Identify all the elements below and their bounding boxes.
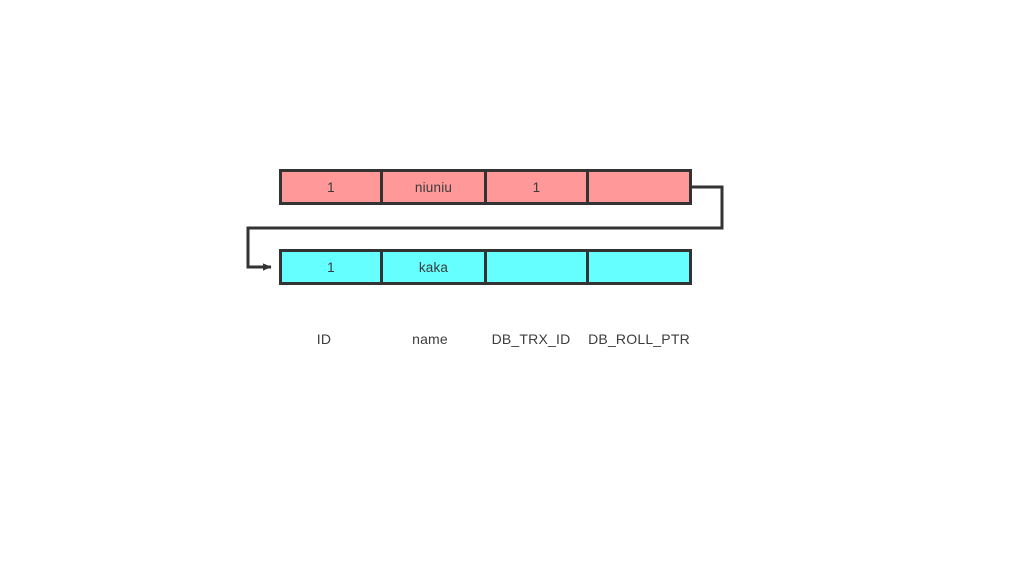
column-label-name: name	[412, 331, 448, 347]
cell-current-db-roll-ptr	[589, 172, 689, 202]
cell-current-db-trx-id: 1	[487, 172, 589, 202]
cell-current-name: niuniu	[383, 172, 487, 202]
column-label-id: ID	[316, 331, 332, 347]
column-label-db-roll-ptr: DB_ROLL_PTR	[588, 331, 690, 347]
cell-current-id: 1	[282, 172, 383, 202]
cell-undo-db-roll-ptr	[589, 252, 689, 282]
record-row-undo: 1 kaka	[279, 249, 692, 285]
column-legend: ID name DB_TRX_ID DB_ROLL_PTR	[279, 331, 692, 351]
cell-undo-id: 1	[282, 252, 383, 282]
column-label-db-trx-id: DB_TRX_ID	[491, 331, 571, 347]
record-row-current: 1 niuniu 1	[279, 169, 692, 205]
cell-undo-db-trx-id	[487, 252, 589, 282]
cell-undo-name: kaka	[383, 252, 487, 282]
